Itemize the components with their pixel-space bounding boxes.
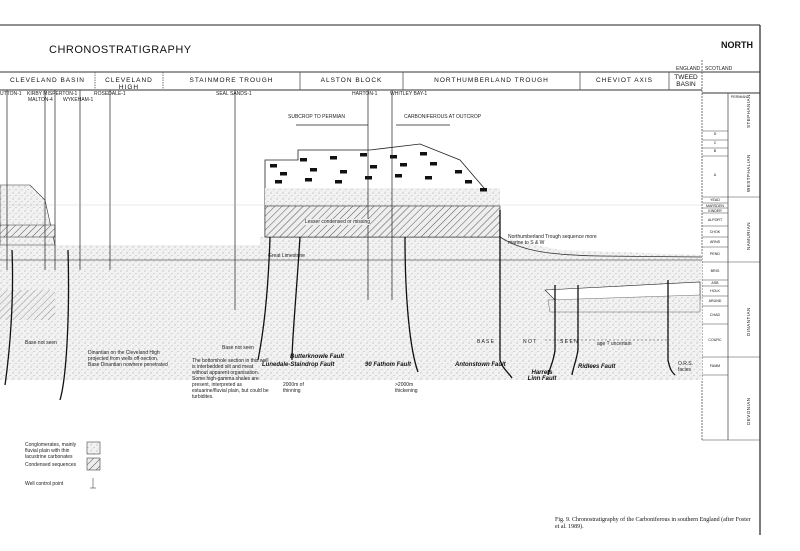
legend-conglomerates: Conglomerates, mainly fluvial plain with…	[25, 442, 77, 460]
coal-block	[395, 174, 402, 178]
coal-block	[390, 155, 397, 159]
well-label: MALTON-4	[28, 97, 53, 103]
base-not-seen-label: Base not seen	[222, 345, 254, 351]
lesser-label: Lesser condensed or missing	[305, 219, 371, 225]
coal-block	[270, 164, 277, 168]
legend-swatch-condensed	[86, 457, 101, 471]
system-devonian: DEVONIAN	[746, 397, 751, 425]
stage: COURC	[708, 338, 722, 342]
well-label: WHITLEY BAY-1	[390, 91, 428, 97]
northumberland-note: Northumberland Trough sequence more mari…	[508, 234, 597, 246]
stage: HOLK	[710, 289, 720, 293]
stage: BRIG	[710, 269, 720, 273]
fault-antonstown: Antonstown Fault	[455, 362, 506, 368]
fault-butterknowle: Butterknowle Fault	[290, 354, 345, 360]
stage: D	[713, 132, 717, 136]
coal-block	[300, 158, 307, 162]
figure-caption: Fig. 9. Chronostratigraphy of the Carbon…	[555, 517, 751, 530]
coal-block	[280, 172, 287, 176]
not-label: N O T	[523, 339, 537, 345]
seen-label: S E E N	[560, 339, 578, 345]
title-right: NORTH	[721, 40, 753, 50]
coal-block	[370, 165, 377, 169]
region-tweed-basin: TWEED BASIN	[674, 74, 698, 88]
outcrop-label: CARBONIFEROUS AT OUTCROP	[404, 114, 482, 120]
coal-block	[330, 156, 337, 160]
coal-block	[360, 153, 367, 157]
coal-block	[420, 152, 427, 156]
great-limestone-label: Great Limestone	[268, 253, 305, 259]
stage: YEAD	[710, 198, 720, 202]
coal-block	[465, 180, 472, 184]
fault-harrets-linn: Harrets Linn Fault	[527, 370, 557, 382]
stage: CHAD	[709, 313, 721, 317]
legend-swatch-conglomerates	[86, 441, 101, 455]
system-dinantian: DINANTIAN	[746, 307, 751, 336]
stage: KINDER	[708, 208, 722, 213]
coal-block	[275, 180, 282, 184]
fault-lunedale: Lunedale-Staindrop Fault	[262, 362, 335, 368]
stage: ALPORT	[707, 218, 723, 222]
thinning-note: 2000m of thinning	[283, 382, 304, 394]
coal-block	[400, 163, 407, 167]
stage: MARSDEN	[706, 203, 724, 208]
page-title: CHRONOSTRATIGRAPHY	[49, 44, 192, 56]
well-label: ROSEDALE-1	[94, 91, 126, 97]
coal-block	[430, 162, 437, 166]
stage: A	[713, 173, 717, 177]
well-label: KIRBY MISPERTON-1	[27, 91, 78, 97]
coal-block	[425, 176, 432, 180]
well-label: SEAL SANDS-1	[216, 91, 252, 97]
stage: CHOK	[709, 230, 721, 234]
fault-ridlees: Ridlees Fault	[578, 364, 616, 370]
dinantian-note: Dinantian on the Cleveland High projecte…	[88, 350, 168, 368]
well-label: UTTON-1	[0, 91, 22, 97]
coal-block	[340, 170, 347, 174]
base-label: B A S E	[477, 339, 494, 345]
region-cleveland-high: CLEVELAND HIGH	[105, 77, 153, 91]
region-cheviot-axis: CHEVIOT AXIS	[595, 77, 654, 84]
coal-block	[455, 170, 462, 174]
system-westphalian: WESTPHALIAN	[746, 154, 751, 192]
thickening-note: >2000m thickening	[395, 382, 418, 394]
base-not-seen-label: Base not seen	[25, 340, 57, 346]
region-stainmore-trough: STAINMORE TROUGH	[189, 77, 274, 84]
subcrop-label: SUBCROP TO PERMIAN	[288, 114, 345, 120]
coal-block	[310, 168, 317, 172]
age-uncertain-label: age ? uncertain	[597, 341, 632, 347]
legend-well-control: Well control point	[25, 481, 64, 487]
stage: ASB	[711, 281, 719, 285]
region-alston-block: ALSTON BLOCK	[320, 77, 383, 84]
stage: PEND	[710, 252, 720, 256]
scotland-label: SCOTLAND	[705, 66, 733, 72]
stage: ARUND	[708, 299, 722, 303]
region-northumberland-trough: NORTHUMBERLAND TROUGH	[434, 77, 549, 84]
legend-condensed: Condensed sequences	[25, 462, 77, 468]
region-cleveland-basin: CLEVELAND BASIN	[10, 77, 85, 84]
system-permian: PERMIAN	[731, 95, 747, 99]
stage: ARNS	[710, 240, 720, 244]
stage: B	[713, 149, 717, 153]
stage: FAMM	[709, 364, 721, 368]
coal-block	[305, 178, 312, 182]
coal-block	[480, 188, 487, 192]
england-label: ENGLAND	[676, 66, 701, 72]
system-namurian: NAMURIAN	[746, 221, 751, 250]
ors-facies-label: O.R.S. facies	[678, 361, 694, 373]
coal-block	[365, 176, 372, 180]
bottomhole-note: The bottomhole section in this well is i…	[192, 358, 269, 400]
stage: C	[713, 141, 717, 145]
fault-90-fathom: 90 Fathom Fault	[365, 362, 412, 368]
well-label: HARTON-1	[352, 91, 378, 97]
well-label: WYKEHAM-1	[63, 97, 94, 103]
coal-block	[335, 180, 342, 184]
